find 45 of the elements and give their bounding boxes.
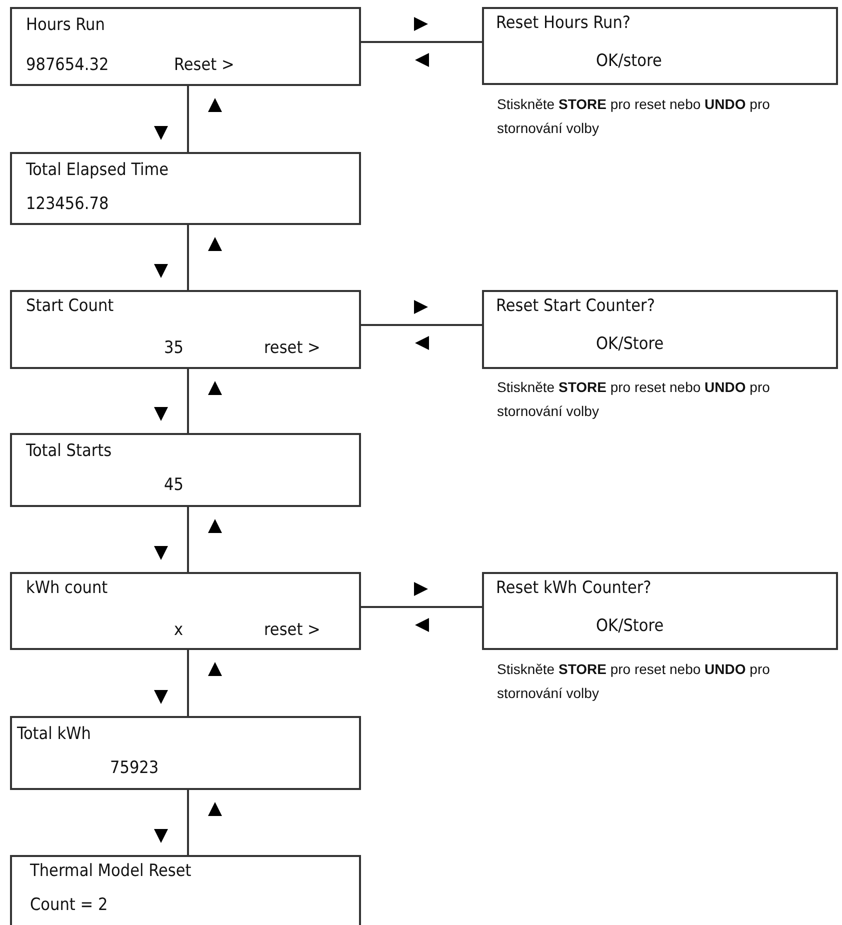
- menu-title: Reset kWh Counter?: [496, 578, 652, 598]
- value-text: Count = 2: [30, 895, 108, 915]
- value-text: 45: [164, 475, 184, 495]
- menu-title: Reset Hours Run?: [496, 13, 631, 33]
- display-screen-box: [10, 290, 361, 369]
- display-screen-box: [482, 290, 838, 369]
- menu-option: Reset >: [174, 55, 234, 75]
- navigation-arrow: [361, 17, 482, 67]
- display-screen-box: [482, 7, 838, 85]
- menu-title: Start Count: [26, 296, 114, 316]
- menu-title: Total kWh: [17, 724, 91, 744]
- navigation-arrow: [154, 225, 222, 290]
- menu-title: Thermal Model Reset: [30, 861, 192, 881]
- value-text: 123456.78: [26, 194, 109, 214]
- navigation-arrow: [154, 650, 222, 716]
- menu-title: Total Starts: [26, 441, 112, 461]
- display-screen-box: [482, 572, 838, 650]
- display-screen-box: [10, 152, 361, 225]
- display-screen-box: [10, 572, 361, 650]
- value-text: x: [174, 620, 184, 640]
- menu-title: Reset Start Counter?: [496, 296, 655, 316]
- value-text: 35: [164, 338, 184, 358]
- navigation-arrow: [154, 790, 222, 855]
- menu-option: reset >: [264, 338, 320, 358]
- value-text: OK/Store: [596, 616, 664, 636]
- navigation-arrow: [154, 369, 222, 433]
- menu-option: reset >: [264, 620, 320, 640]
- navigation-arrow: [361, 582, 482, 632]
- menu-title: Hours Run: [26, 15, 105, 35]
- navigation-arrow: [361, 300, 482, 350]
- menu-title: Total Elapsed Time: [26, 160, 169, 180]
- value-text: OK/Store: [596, 334, 664, 354]
- display-screen-box: [10, 855, 361, 925]
- menu-title: kWh count: [26, 578, 108, 598]
- display-screen-box: [10, 7, 361, 86]
- instruction-note: Stiskněte STORE pro reset nebo UNDO pro stornování volby: [497, 378, 771, 421]
- value-text: 987654.32: [26, 55, 109, 75]
- value-text: 75923: [110, 758, 159, 778]
- instruction-note: Stiskněte STORE pro reset nebo UNDO pro stornování volby: [497, 660, 771, 703]
- navigation-arrow: [154, 507, 222, 572]
- value-text: OK/store: [596, 51, 662, 71]
- display-screen-box: [10, 433, 361, 507]
- display-screen-box: [10, 716, 361, 790]
- instruction-note: Stiskněte STORE pro reset nebo UNDO pro stornování volby: [497, 95, 771, 138]
- navigation-arrow: [154, 86, 222, 152]
